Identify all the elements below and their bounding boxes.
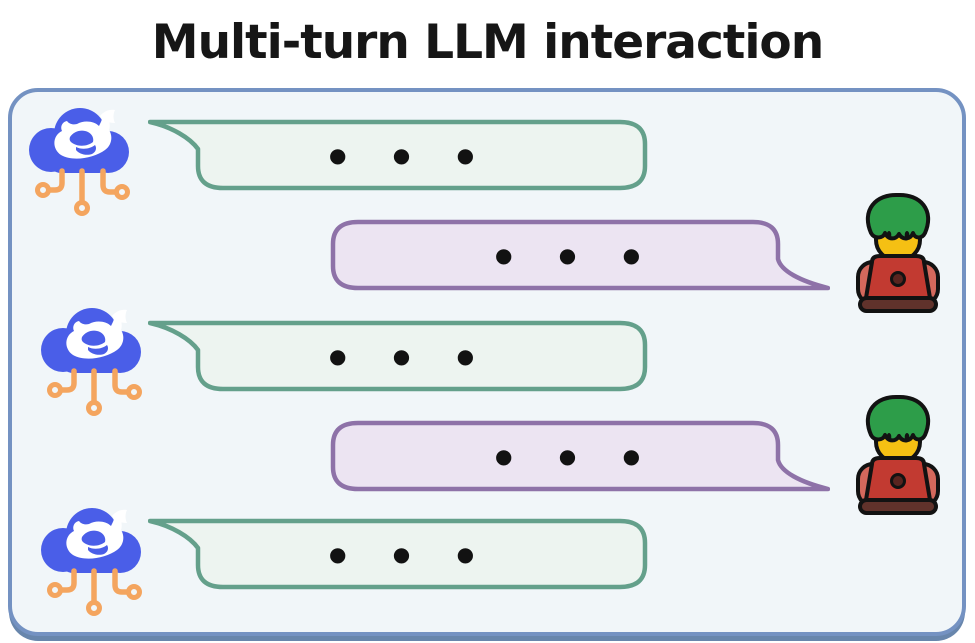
user-person-laptop-icon <box>848 390 948 520</box>
llm-cloud-whale-icon <box>24 103 134 218</box>
llm-cloud-whale-icon <box>36 303 146 418</box>
message-dots: ● ● ● <box>328 143 495 167</box>
message-dots: ● ● ● <box>494 243 661 267</box>
message-dots: ● ● ● <box>494 444 661 468</box>
user-message-bubble: ● ● ● <box>330 219 830 291</box>
message-dots: ● ● ● <box>328 344 495 368</box>
page-title: Multi-turn LLM interaction <box>151 14 824 70</box>
llm-message-bubble: ● ● ● <box>148 320 648 392</box>
message-dots: ● ● ● <box>328 542 495 566</box>
llm-cloud-whale-icon <box>36 503 146 618</box>
user-person-laptop-icon <box>848 188 948 318</box>
llm-message-bubble: ● ● ● <box>148 119 648 191</box>
user-message-bubble: ● ● ● <box>330 420 830 492</box>
llm-message-bubble: ● ● ● <box>148 518 648 590</box>
